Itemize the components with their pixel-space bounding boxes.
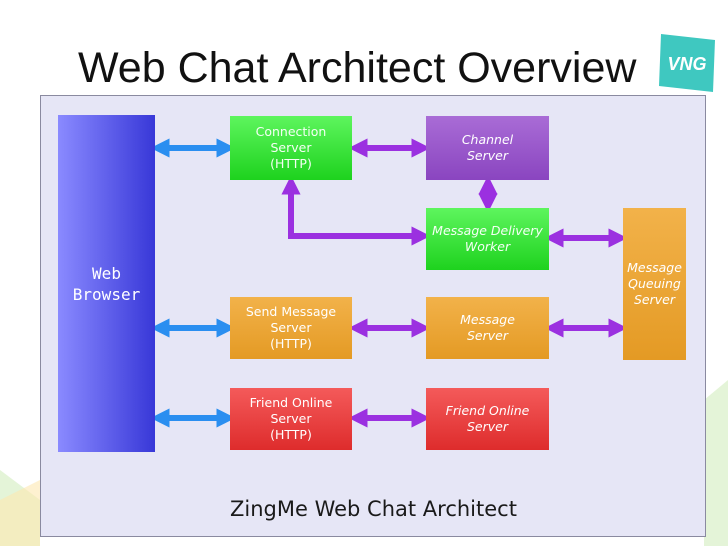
send-message-server-node: Send Message Server (HTTP) xyxy=(230,297,352,359)
slide-title: Web Chat Architect Overview xyxy=(78,44,637,92)
vng-logo: VNG xyxy=(655,30,719,100)
friend-online-http-server-node: Friend Online Server (HTTP) xyxy=(230,388,352,450)
friend-online-server-node: Friend Online Server xyxy=(426,388,549,450)
message-queuing-server-node: Message Queuing Server xyxy=(623,208,686,360)
connection-server-node: Connection Server (HTTP) xyxy=(230,116,352,180)
channel-server-node: Channel Server xyxy=(426,116,549,180)
message-delivery-worker-node: Message Delivery Worker xyxy=(426,208,549,270)
logo-text: VNG xyxy=(667,54,706,74)
message-server-node: Message Server xyxy=(426,297,549,359)
web-browser-node: Web Browser xyxy=(58,115,155,452)
diagram-caption: ZingMe Web Chat Architect xyxy=(230,497,517,521)
